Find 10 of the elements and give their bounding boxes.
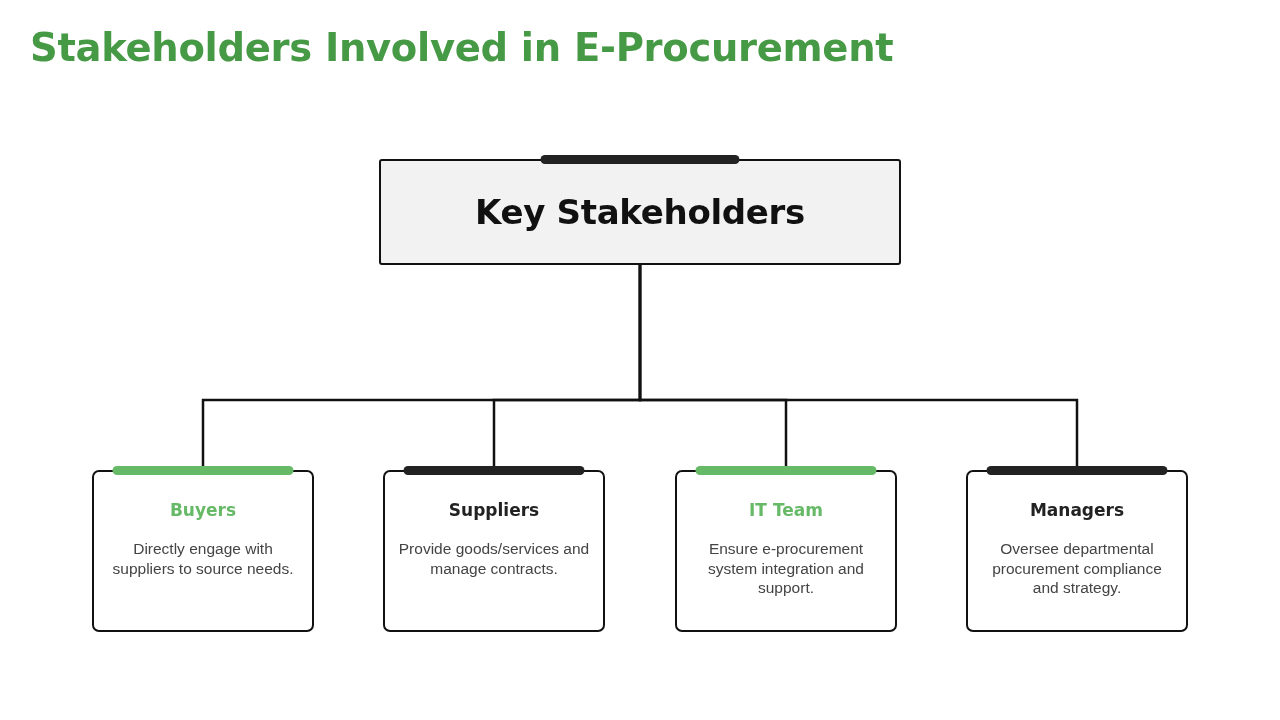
node-description: Directly engage with suppliers to source needs.: [111, 539, 295, 578]
node-description: Ensure e-procurement system integration and support.: [707, 539, 865, 598]
node-title: Buyers: [169, 500, 237, 520]
node-title: IT Team: [749, 500, 823, 520]
node-description: Provide goods/services and manage contracts.: [397, 539, 591, 578]
node-title: Suppliers: [448, 500, 540, 520]
node-description: Oversee departmental procurement compliance and strategy.: [991, 539, 1163, 598]
page-title: Stakeholders Involved in E-Procurement: [30, 25, 894, 70]
node-title: Managers: [1029, 500, 1125, 520]
node-title: Key Stakeholders: [474, 192, 806, 232]
